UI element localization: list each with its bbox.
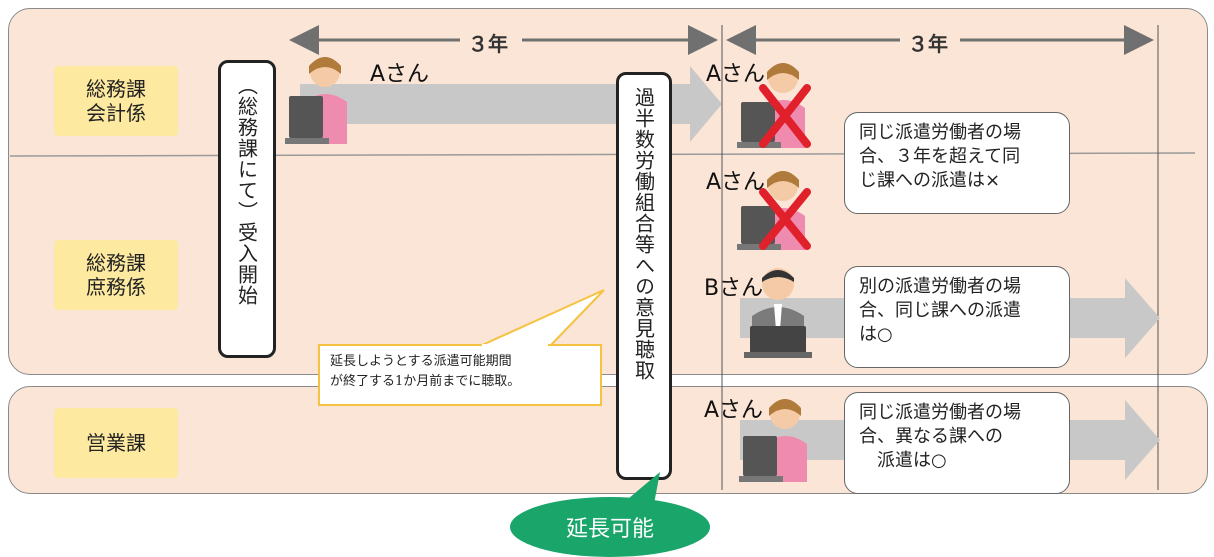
callout-pointer [479,289,605,347]
worker-a-start-icon [285,57,347,144]
callout-pointer-cover [482,344,548,347]
worker-b-label: Bさん [704,276,764,301]
extension-pointer [622,472,660,504]
acceptance-start-box: （総務課にて）受入開始 [218,60,276,358]
worker-b-icon [744,268,812,358]
hearing-deadline-callout: 延長しようとする派遣可能期間 が終了する1か月前までに聴取。 [318,344,602,406]
dept-sales: 営業課 [54,408,178,478]
worker-a-top-label: Aさん [706,62,766,87]
note-other-worker-same-dept: 別の派遣労働者の場 合、同じ課への派遣 は○ [844,266,1070,368]
opinion-hearing-box: 過半数労働組合等への意見聴取 [616,72,672,480]
period-label-first: ３年 [468,32,508,56]
worker-a-start-label: Aさん [370,62,430,87]
worker-a-mid-icon [737,171,811,250]
extension-possible-badge: 延長可能 [510,497,710,557]
dept-general-accounting: 総務課 会計係 [54,66,178,136]
worker-a-sales-icon [739,399,807,482]
note-same-worker-same-dept: 同じ派遣労働者の場 合、３年を超えて同 じ課への派遣は× [844,112,1070,214]
worker-a-top-icon [737,63,811,148]
dept-general-affairs: 総務課 庶務係 [54,240,178,310]
period-label-second: ３年 [908,32,948,56]
worker-a-mid-label: Aさん [706,170,766,195]
worker-a-sales-label: Aさん [704,398,764,423]
note-same-worker-other-dept: 同じ派遣労働者の場 合、異なる課への 派遣は○ [844,392,1070,494]
